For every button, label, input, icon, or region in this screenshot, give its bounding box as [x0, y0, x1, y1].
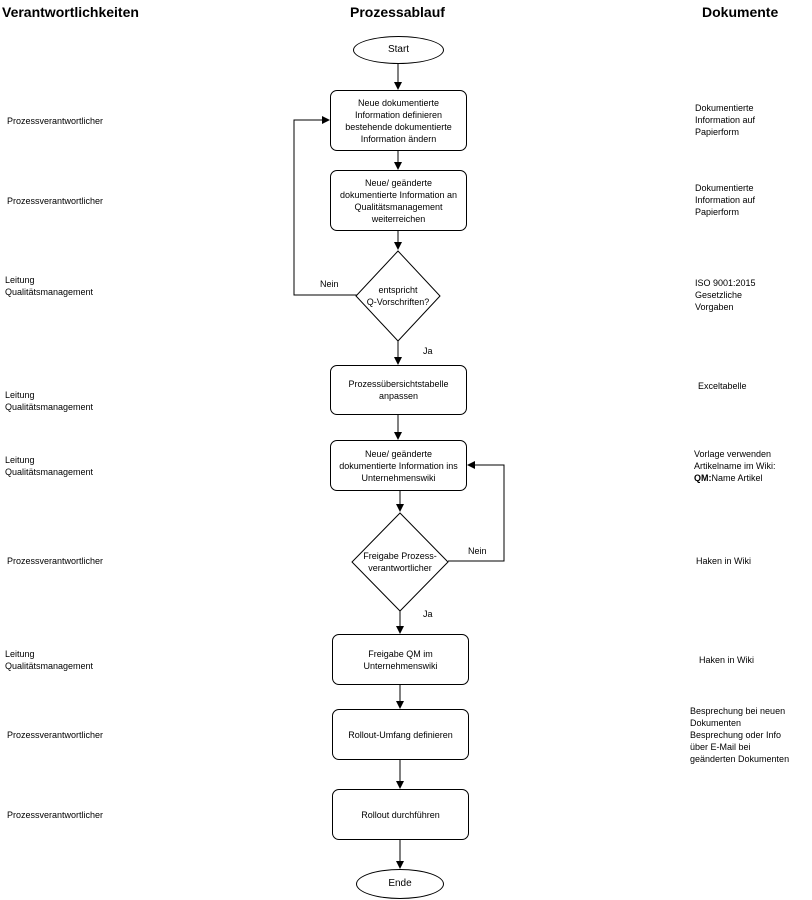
header-responsibilities: Verantwortlichkeiten: [2, 4, 139, 20]
responsibility-step7: Prozessverantwortlicher: [7, 810, 104, 820]
document-step4-bold: QM:: [694, 473, 712, 483]
start-label: Start: [387, 44, 410, 55]
header-documents: Dokumente: [702, 4, 779, 20]
document-step5: Haken in Wiki: [699, 655, 755, 665]
document-step4-line1: Vorlage verwenden: [694, 449, 772, 459]
process-step-qm-approval: Freigabe QM im Unternehmenswiki: [332, 634, 469, 685]
process-step-overview-table-label: Prozessübersichtstabelle anpassen: [348, 379, 449, 401]
process-step-define-label: Neue dokumentierte Information definiere…: [345, 97, 452, 144]
process-step-rollout-scope-label: Rollout-Umfang definieren: [348, 729, 453, 740]
process-step-wiki: Neue/ geänderte dokumentierte Informatio…: [330, 440, 467, 491]
decision-q-compliance: entspricht Q-Vorschriften?: [356, 280, 440, 312]
end-label: Ende: [388, 878, 412, 889]
document-decision1: ISO 9001:2015 Gesetzliche Vorgaben: [695, 278, 756, 312]
edge-label-d1-yes: Ja: [423, 346, 433, 356]
edge-decision2-no-loop: [448, 461, 505, 562]
responsibility-step3: Leitung Qualitätsmanagement: [5, 390, 94, 412]
responsibility-decision2: Prozessverantwortlicher: [7, 556, 104, 566]
decision-owner-approval: Freigabe Prozess- verantwortlicher: [352, 546, 448, 578]
responsibility-step5: Leitung Qualitätsmanagement: [5, 649, 94, 671]
process-step-forward-qm: Neue/ geänderte dokumentierte Informatio…: [330, 170, 467, 231]
responsibility-step1: Prozessverantwortlicher: [7, 116, 104, 126]
responsibility-decision1: Leitung Qualitätsmanagement: [5, 275, 94, 297]
process-step-forward-qm-label: Neue/ geänderte dokumentierte Informatio…: [339, 177, 458, 224]
document-step2: Dokumentierte Information auf Papierform: [695, 183, 756, 217]
decision-diamond-1: [355, 250, 441, 342]
decision-q-compliance-label: entspricht Q-Vorschriften?: [366, 285, 430, 307]
edge-label-d2-yes: Ja: [423, 609, 433, 619]
decision-owner-approval-label: Freigabe Prozess- verantwortlicher: [363, 551, 437, 573]
start-node: Start: [353, 36, 444, 64]
process-step-define: Neue dokumentierte Information definiere…: [330, 90, 467, 151]
edge-decision1-no-loop: [293, 116, 357, 296]
document-step6: Besprechung bei neuen Dokumenten Besprec…: [690, 706, 790, 764]
end-node: Ende: [356, 869, 444, 899]
document-step1: Dokumentierte Information auf Papierform: [695, 103, 756, 137]
process-step-rollout-execute-label: Rollout durchführen: [361, 809, 440, 820]
document-step4-line2: Artikelname im Wiki:: [694, 461, 776, 471]
process-step-wiki-label: Neue/ geänderte dokumentierte Informatio…: [339, 448, 458, 483]
responsibility-step2: Prozessverantwortlicher: [7, 196, 104, 206]
document-decision2: Haken in Wiki: [696, 556, 752, 566]
header-process: Prozessablauf: [350, 4, 445, 20]
process-step-rollout-execute: Rollout durchführen: [332, 789, 469, 840]
process-step-rollout-scope: Rollout-Umfang definieren: [332, 709, 469, 760]
process-step-overview-table: Prozessübersichtstabelle anpassen: [330, 365, 467, 415]
document-step4-line3: QM:Name Artikel: [694, 472, 776, 484]
decision-diamond-2: [351, 512, 449, 612]
document-step3: Exceltabelle: [698, 381, 747, 391]
responsibility-step6: Prozessverantwortlicher: [7, 730, 104, 740]
process-step-qm-approval-label: Freigabe QM im Unternehmenswiki: [363, 648, 438, 671]
edge-label-d1-no: Nein: [320, 279, 339, 289]
document-step4-rest: Name Artikel: [711, 473, 763, 483]
responsibility-step4: Leitung Qualitätsmanagement: [5, 455, 94, 477]
edge-label-d2-no: Nein: [468, 546, 487, 556]
document-step4: Vorlage verwenden Artikelname im Wiki: Q…: [694, 448, 776, 484]
